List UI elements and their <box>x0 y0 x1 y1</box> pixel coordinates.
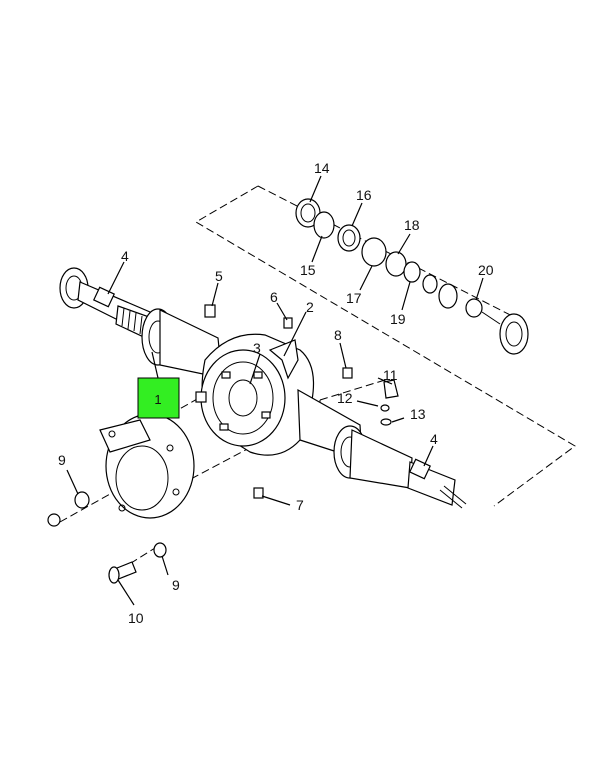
part-6-plug <box>283 317 293 329</box>
leader-lines <box>66 175 484 606</box>
part-16-cup <box>337 224 361 252</box>
dashed-line-nut <box>59 493 111 523</box>
callout-14: 14 <box>314 160 330 176</box>
highlight-label-part-1: 1 <box>154 392 161 407</box>
callout-9-bottom: 9 <box>172 577 180 593</box>
part-10-bolt-head <box>108 566 120 584</box>
axle-center-housing <box>195 333 363 461</box>
callout-3: 3 <box>253 340 261 356</box>
callout-7: 7 <box>296 497 304 513</box>
washer <box>422 274 438 294</box>
callout-13: 13 <box>410 406 426 422</box>
dashed-explode-box <box>195 185 576 507</box>
part-5-plug <box>204 304 216 318</box>
part-11-screw <box>383 379 399 399</box>
nut <box>47 513 61 527</box>
carrier-flange <box>99 413 195 519</box>
part-8-plug <box>342 367 353 379</box>
part-7-plug <box>253 487 264 499</box>
callout-16: 16 <box>356 187 372 203</box>
callout-4-left: 4 <box>121 248 129 264</box>
callout-15: 15 <box>300 262 316 278</box>
callout-9-left: 9 <box>58 452 66 468</box>
callout-4-right: 4 <box>430 431 438 447</box>
callout-5: 5 <box>215 268 223 284</box>
part-12-washer <box>380 404 390 412</box>
callout-20: 20 <box>478 262 494 278</box>
highlight-box-part-1[interactable] <box>137 377 180 419</box>
callout-labels: 2 3 4 4 5 6 7 8 9 9 10 11 12 13 14 15 16… <box>58 160 494 626</box>
gear <box>438 283 458 309</box>
callout-11: 11 <box>383 367 398 383</box>
callout-19: 19 <box>390 311 406 327</box>
small-hardware <box>47 304 399 584</box>
axle-housing-right-tube <box>333 425 467 509</box>
part-19-seal <box>403 261 421 283</box>
callout-6: 6 <box>270 289 278 305</box>
part-13-washer <box>380 418 392 426</box>
bearing-stack <box>295 198 529 355</box>
part-20-nut <box>465 298 483 318</box>
part-9-washer-b <box>153 542 167 558</box>
part-9-washer-a <box>74 491 90 509</box>
part-18-cone <box>385 251 407 277</box>
callout-8: 8 <box>334 327 342 343</box>
callout-12: 12 <box>337 390 353 406</box>
callout-18: 18 <box>404 217 420 233</box>
callout-10: 10 <box>128 610 144 626</box>
part-15-cone <box>313 211 335 239</box>
callout-2: 2 <box>306 299 314 315</box>
part-17-spacer <box>361 237 387 267</box>
left-axle-shaft <box>59 267 153 341</box>
callout-17: 17 <box>346 290 362 306</box>
right-hub <box>499 313 529 355</box>
